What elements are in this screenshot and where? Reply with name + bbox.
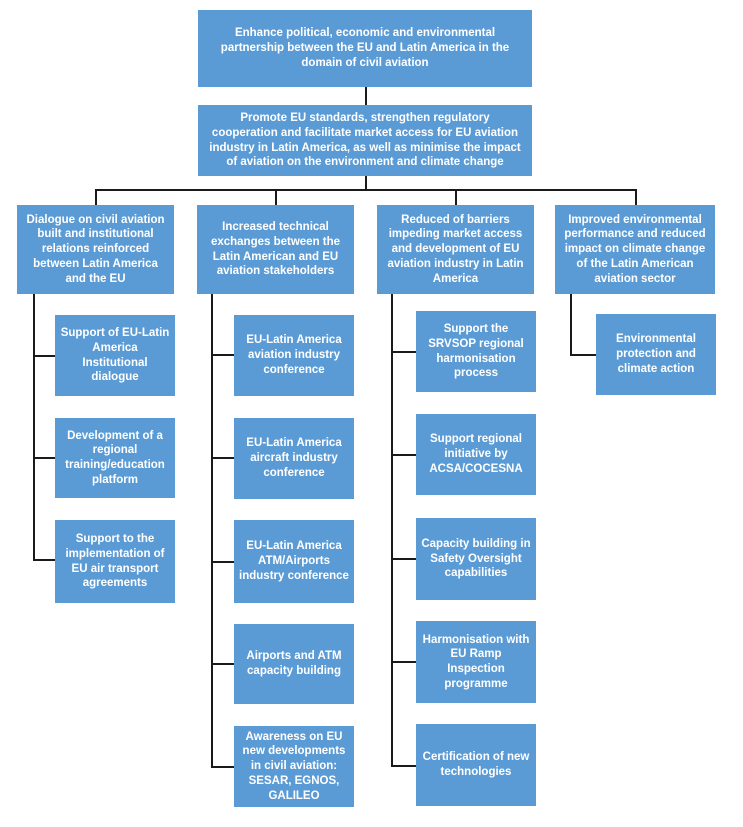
trunk-col-3	[391, 294, 393, 766]
result-box-dialogue: Dialogue on civil aviation built and ins…	[17, 205, 174, 294]
branch-col3-4	[391, 661, 416, 663]
branch-col2-5	[211, 766, 234, 768]
trunk-col-4	[570, 294, 572, 355]
trunk-col-1	[33, 294, 35, 560]
activity-box: Support to the implementation of EU air …	[55, 520, 175, 603]
activity-box: Support of EU-Latin America Institutiona…	[55, 315, 175, 396]
activity-box: Development of a regional training/educa…	[55, 418, 175, 498]
activity-box: Capacity building in Safety Oversight ca…	[416, 518, 536, 600]
connector-to-result-4	[635, 189, 637, 205]
goal-box: Enhance political, economic and environm…	[198, 10, 532, 87]
connector-to-result-2	[275, 189, 277, 205]
activity-box: Support the SRVSOP regional harmonisatio…	[416, 311, 536, 392]
branch-col1-3	[33, 559, 55, 561]
activity-box: EU-Latin America aviation industry confe…	[234, 315, 354, 396]
activity-box: EU-Latin America ATM/Airports industry c…	[234, 520, 354, 603]
connector-results-bus	[95, 189, 636, 191]
connector-to-result-1	[95, 189, 97, 205]
branch-col2-3	[211, 561, 234, 563]
activity-box: EU-Latin America aircraft industry confe…	[234, 418, 354, 499]
result-box-reduced-barriers: Reduced of barriers impeding market acce…	[377, 205, 534, 294]
activity-box: Support regional initiative by ACSA/COCE…	[416, 414, 536, 495]
activity-box: Harmonisation with EU Ramp Inspection pr…	[416, 621, 536, 703]
branch-col2-2	[211, 457, 234, 459]
activity-box: Awareness on EU new developments in civi…	[234, 726, 354, 807]
objective-box: Promote EU standards, strengthen regulat…	[198, 105, 532, 176]
activity-box: Certification of new technologies	[416, 724, 536, 806]
branch-col3-3	[391, 558, 416, 560]
result-box-environment: Improved environmental performance and r…	[555, 205, 715, 294]
branch-col3-1	[391, 351, 416, 353]
result-box-technical-exchanges: Increased technical exchanges between th…	[197, 205, 354, 294]
branch-col2-1	[211, 354, 234, 356]
branch-col1-1	[33, 355, 55, 357]
trunk-col-2	[211, 294, 213, 767]
connector-objective-bus	[365, 176, 367, 190]
activity-box: Airports and ATM capacity building	[234, 624, 354, 704]
connector-to-result-3	[455, 189, 457, 205]
branch-col3-2	[391, 454, 416, 456]
branch-col3-5	[391, 765, 416, 767]
activity-box: Environmental protection and climate act…	[596, 314, 716, 395]
branch-col2-4	[211, 663, 234, 665]
branch-col4-1	[570, 354, 596, 356]
connector-goal-objective	[365, 87, 367, 105]
branch-col1-2	[33, 457, 55, 459]
